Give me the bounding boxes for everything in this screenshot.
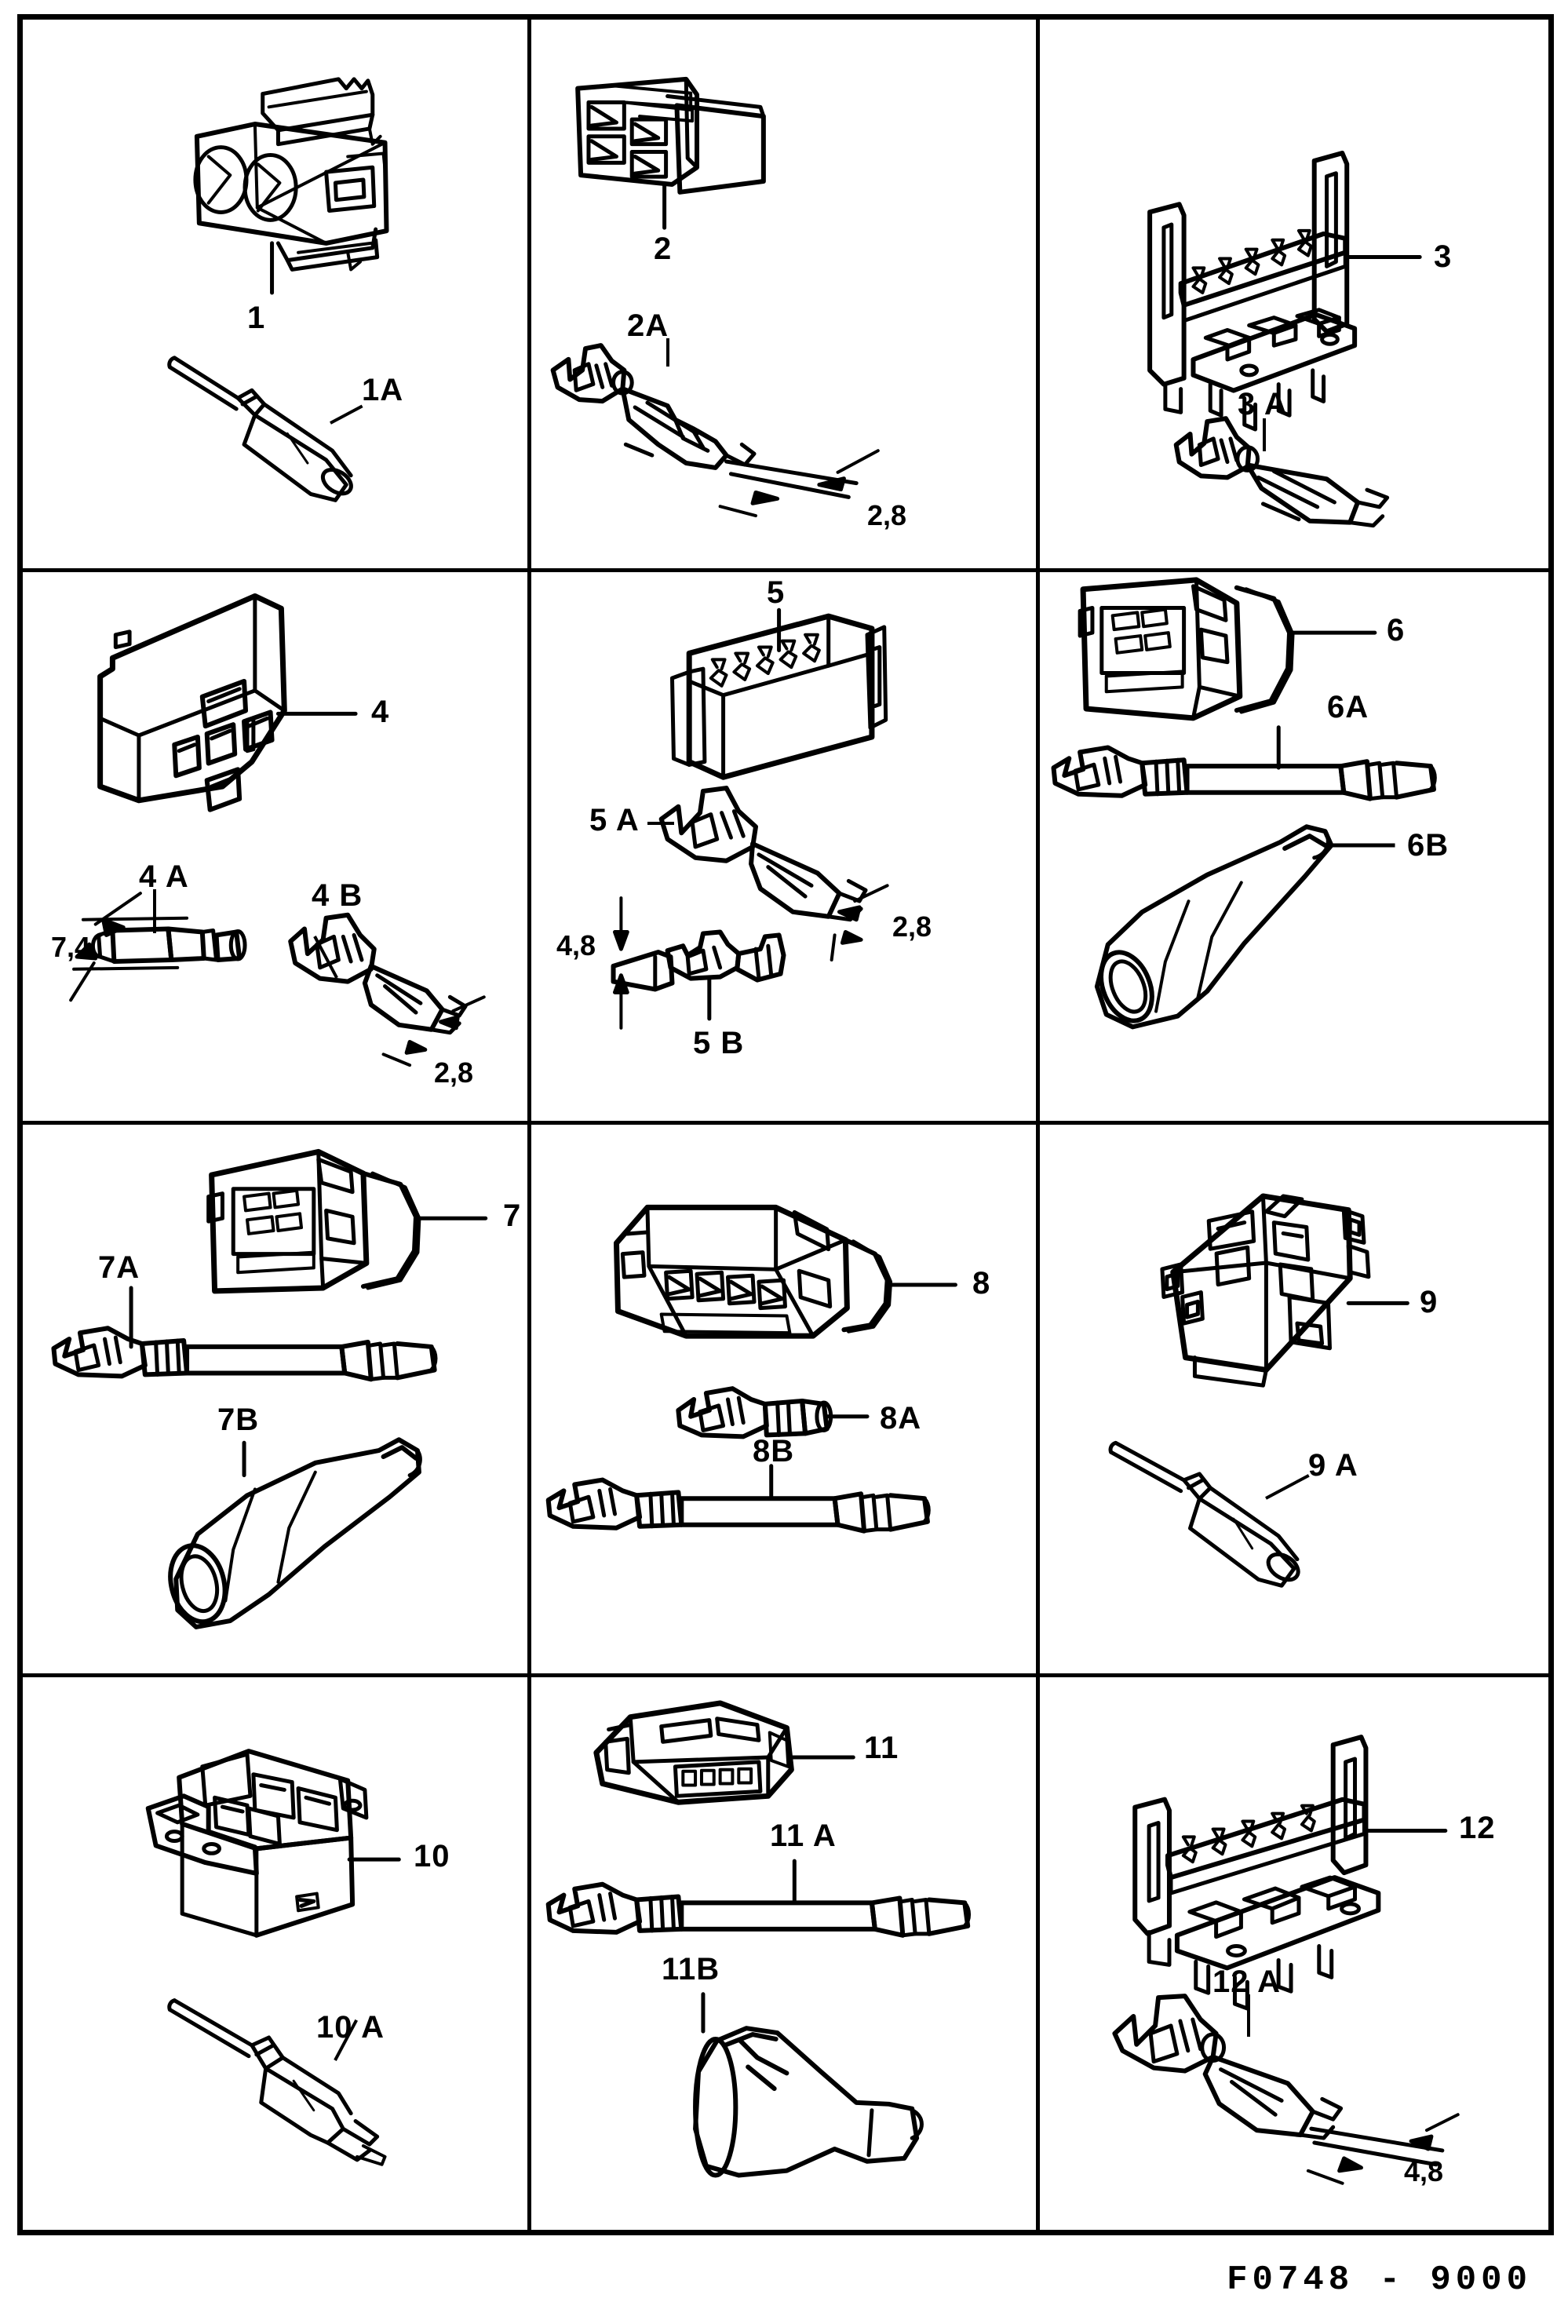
cell-10: 10 10 A (23, 1677, 531, 2230)
cell-9: 9 9 A (1040, 1125, 1548, 1677)
cell-4-illustration (23, 572, 527, 1121)
cell-5: 5 5 A 5 B 4,8 2,8 (531, 572, 1040, 1125)
callout-1a: 1A (362, 373, 404, 407)
callout-5: 5 (767, 575, 786, 610)
callout-8: 8 (972, 1266, 991, 1301)
drawing-number: F0748 - 9000 (1227, 2260, 1532, 2300)
cell-7: 7 7A 7B (23, 1125, 531, 1677)
callout-11: 11 (864, 1731, 899, 1765)
callout-4: 4 (371, 695, 390, 729)
callout-8a: 8A (880, 1401, 922, 1436)
dimension-5b-4-8: 4,8 (556, 929, 596, 961)
callout-3: 3 (1434, 239, 1453, 274)
callout-6b: 6B (1407, 828, 1449, 863)
cell-8-illustration (531, 1125, 1036, 1673)
callout-4a: 4 A (139, 859, 189, 894)
leader-line-3a (1263, 418, 1266, 451)
dimension-4b-2-8: 2,8 (434, 1056, 474, 1089)
callout-1: 1 (247, 301, 266, 335)
callout-6a: 6A (1327, 690, 1369, 724)
leader-line-2a (666, 338, 669, 367)
cell-12: 12 12 A 4,8 (1040, 1677, 1548, 2230)
callout-8b: 8B (753, 1434, 795, 1468)
cell-9-illustration (1040, 1125, 1548, 1673)
dimension-5a-2-8: 2,8 (892, 910, 932, 943)
callout-10: 10 (414, 1839, 450, 1873)
dimension-2-8: 2,8 (867, 499, 907, 531)
leader-line-12a (1247, 1994, 1250, 2037)
callout-7: 7 (503, 1198, 522, 1233)
cell-4: 4 4 A 4 B 7,4 2,8 (23, 572, 531, 1125)
cell-7-illustration (23, 1125, 527, 1673)
cell-6-illustration (1040, 572, 1548, 1121)
callout-5a: 5 A (589, 803, 640, 837)
dimension-7-4: 7,4 (51, 931, 91, 963)
cell-12-illustration (1040, 1677, 1548, 2230)
cell-2: 2 2A 2,8 (531, 20, 1040, 572)
leader-line-4a (153, 889, 156, 933)
cell-3: 3 3 A (1040, 20, 1548, 572)
callout-7a: 7A (98, 1250, 140, 1285)
callout-6: 6 (1387, 613, 1406, 648)
cell-6: 6 6A 6B (1040, 572, 1548, 1125)
cell-11-illustration (531, 1677, 1036, 2230)
cell-8: 8 8A 8B (531, 1125, 1040, 1677)
parts-grid: 1 1A (17, 14, 1554, 2235)
callout-2: 2 (654, 232, 673, 266)
callout-5b: 5 B (693, 1026, 745, 1060)
cell-2-illustration (531, 20, 1036, 568)
cell-10-illustration (23, 1677, 527, 2230)
cell-1-illustration (23, 20, 527, 568)
callout-3a: 3 A (1238, 387, 1288, 421)
dimension-12a-4-8: 4,8 (1404, 2155, 1444, 2187)
cell-5-illustration (531, 572, 1036, 1121)
cell-11: 11 11 A 11B (531, 1677, 1040, 2230)
callout-11a: 11 A (770, 1819, 837, 1853)
callout-7b: 7B (217, 1403, 260, 1437)
callout-4b: 4 B (312, 878, 363, 913)
callout-9: 9 (1420, 1285, 1439, 1319)
callout-11b: 11B (662, 1952, 720, 1987)
cell-1: 1 1A (23, 20, 531, 572)
callout-12: 12 (1459, 1811, 1496, 1845)
callout-9a: 9 A (1308, 1448, 1358, 1483)
leader-line-5a (647, 822, 674, 825)
cell-3-illustration (1040, 20, 1548, 568)
callout-12a: 12 A (1212, 1965, 1282, 1999)
callout-2a: 2A (627, 308, 669, 343)
